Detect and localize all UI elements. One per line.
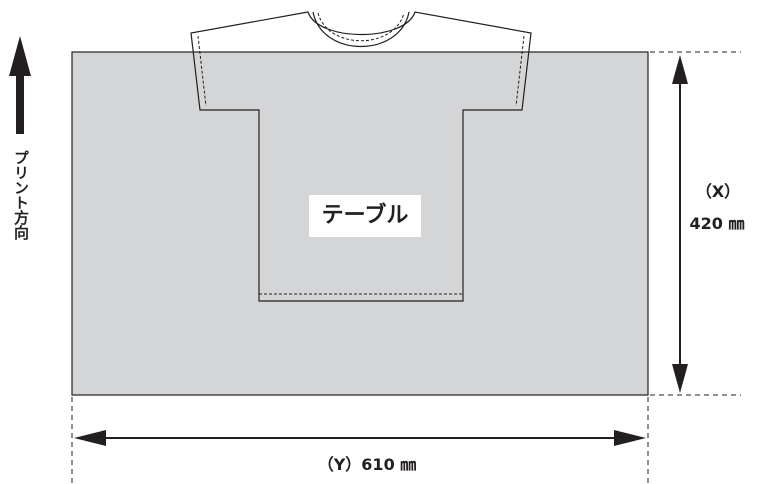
table-label: テーブル: [309, 195, 421, 237]
y-dimension-arrow: [74, 430, 646, 446]
dimension-extension-lines: [71, 51, 741, 484]
x-axis-label: （X）: [695, 182, 741, 201]
x-dimension-value: 420 ㎜: [689, 214, 745, 233]
y-dimension-value: 610 ㎜: [361, 455, 417, 474]
x-dimension-arrow: [672, 55, 688, 393]
y-dimension-label: （Y）610 ㎜: [292, 451, 442, 475]
print-direction-label: プリント方向: [12, 150, 30, 240]
right-sleeve-stitch: [515, 35, 525, 107]
tshirt-outline: [190, 11, 532, 302]
print-direction-arrow: [9, 36, 31, 134]
neck-stitch: [317, 12, 405, 42]
left-sleeve-stitch: [197, 35, 207, 107]
y-axis-label: （Y）: [317, 455, 362, 474]
neck-band: [312, 11, 410, 48]
